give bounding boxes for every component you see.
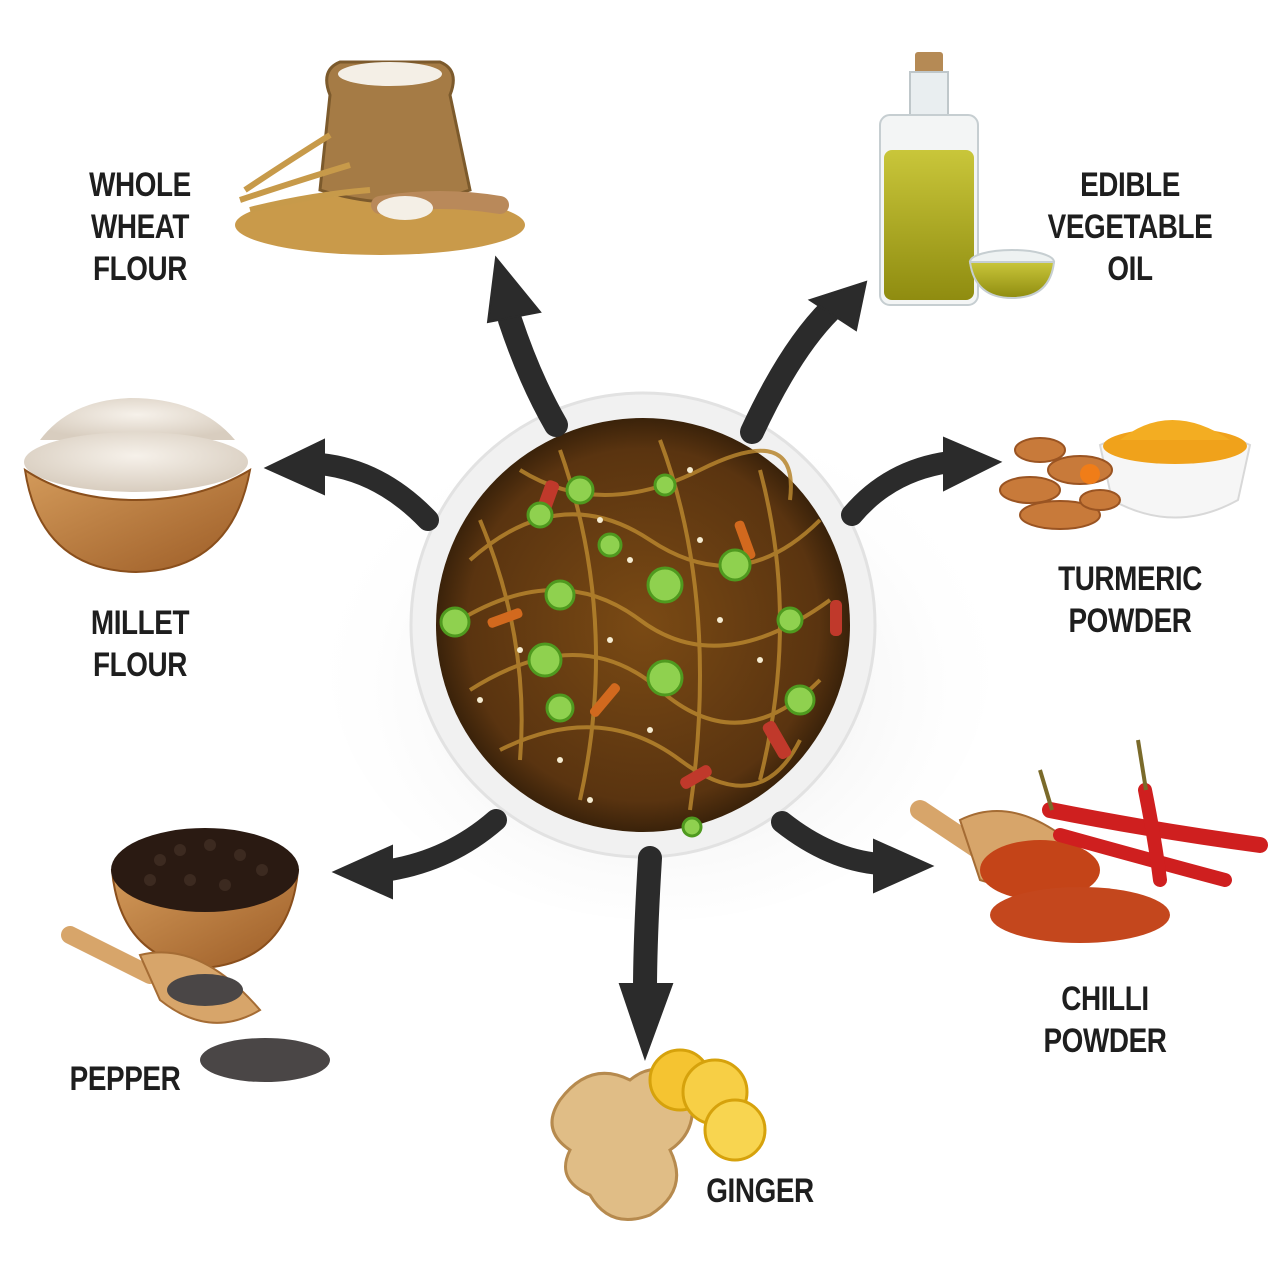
arrow-to-turmeric-powder [841, 436, 1003, 526]
arrow-to-chilli-powder [771, 811, 935, 894]
label-ginger: GINGER [706, 1172, 814, 1210]
arrow-to-edible-vegetable-oil [740, 280, 868, 444]
arrow-to-whole-wheat-flour [486, 255, 568, 437]
arrows [263, 255, 1003, 1062]
label-edible-vegetable-oil: EDIBLE VEGETABLE OIL [1047, 166, 1213, 288]
label-turmeric-powder: TURMERIC POWDER [1058, 560, 1202, 640]
label-millet-flour: MILLET FLOUR [90, 604, 190, 684]
noodle-bowl-image [330, 391, 990, 920]
arrow-to-pepper [331, 809, 507, 900]
chilli-powder-image [910, 739, 1268, 943]
arrow-to-ginger [618, 846, 674, 1062]
millet-flour-image [23, 398, 252, 574]
ginger-image [550, 1048, 767, 1221]
label-pepper: PEPPER [69, 1060, 181, 1098]
arrow-to-millet-flour [263, 438, 439, 531]
turmeric-powder-image [999, 420, 1252, 530]
whole-wheat-flour-image [235, 60, 525, 255]
pepper-image [61, 828, 330, 1082]
label-chilli-powder: CHILLI POWDER [1043, 980, 1167, 1060]
edible-vegetable-oil-image [879, 52, 1056, 306]
label-whole-wheat-flour: WHOLE WHEAT FLOUR [89, 166, 191, 288]
